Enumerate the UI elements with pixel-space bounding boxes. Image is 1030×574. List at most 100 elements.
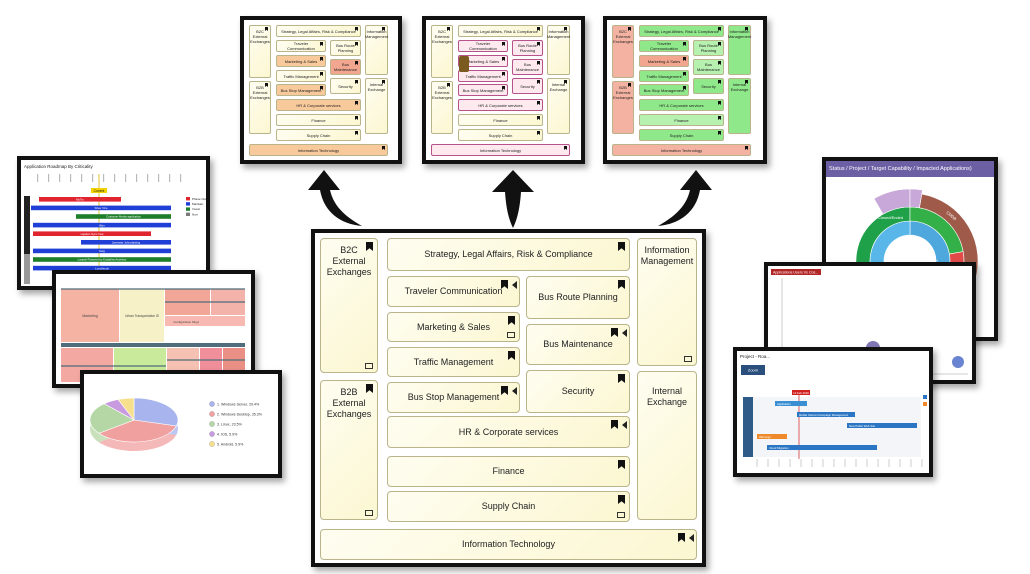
roadmap-chart: Application Roadmap By Criticality Curre… <box>24 164 206 284</box>
mini-capability-label: Information Management <box>727 29 752 39</box>
bookmark-icon <box>265 83 268 87</box>
bookmark-icon <box>447 27 450 31</box>
capability-information-management[interactable]: Information Management <box>637 238 697 366</box>
capability-marketing-sales[interactable]: Marketing & Sales <box>387 312 520 342</box>
gantt-chart: Project - Roa... Zoom 12 Feb 2020 Applic… <box>740 354 927 467</box>
capability-label: Information Technology <box>462 539 555 549</box>
mini-capability-finance: Finance <box>639 114 724 126</box>
pie-slice[interactable] <box>89 403 135 434</box>
capability-information-technology[interactable]: Information Technology <box>320 529 697 560</box>
pie-slice[interactable] <box>133 397 179 427</box>
bookmark-icon <box>382 80 385 84</box>
roadmap-bar[interactable] <box>33 265 171 271</box>
mini-capability-internal: Internal Exchange <box>728 78 751 134</box>
roadmap-bar-label: Laravel Powered by Kottables Architect <box>78 258 127 262</box>
gantt-task-label: Mobile Internet Campaign Management <box>799 413 848 417</box>
roadmap-bar[interactable] <box>31 205 171 211</box>
mini-capability-bus-maint: Bus Maintenance <box>693 59 724 75</box>
mini-capability-label: Marketing & Sales <box>466 58 500 64</box>
capability-b2c-external-exchanges[interactable]: B2C External Exchanges <box>320 238 378 373</box>
roadmap-bar[interactable] <box>33 222 171 228</box>
roadmap-axis-tick <box>114 174 116 182</box>
roadmap-bar[interactable] <box>33 257 171 262</box>
mini-capability-supply: Supply Chain <box>276 129 361 141</box>
bookmark-icon <box>564 27 567 31</box>
capability-bus-stop-management[interactable]: Bus Stop Management <box>387 382 520 413</box>
roadmap-side-band <box>24 254 30 284</box>
speaker-icon <box>622 421 627 429</box>
bookmark-icon <box>718 27 721 31</box>
bookmark-icon <box>502 86 505 90</box>
capability-bus-maintenance[interactable]: Bus Maintenance <box>526 324 630 365</box>
gantt-task-label: New Public Web Site <box>849 424 876 428</box>
mini-capability-traveler: Traveler Communication <box>458 40 508 52</box>
pie-chart-thumbnail[interactable]: 1. Windows Server, 29.4%2. Windows Deskt… <box>80 370 282 478</box>
mini-capability-b2b: B2B External Exchanges <box>249 81 271 134</box>
capability-traveler-communication[interactable]: Traveler Communication <box>387 276 520 307</box>
mini-capability-label: Information Technology <box>660 147 703 153</box>
mini-capability-label: Supply Chain <box>488 132 513 138</box>
bubble-point[interactable] <box>952 356 964 368</box>
capability-supply-chain[interactable]: Supply Chain <box>387 491 630 522</box>
info-box-icon[interactable] <box>617 512 625 518</box>
capability-finance[interactable]: Finance <box>387 456 630 487</box>
mini-capability-it: Information Technology <box>249 144 388 156</box>
mini-capability-strategy: Strategy, Legal Affairs, Risk & Complian… <box>276 25 361 37</box>
gantt-task-bar[interactable] <box>767 445 877 450</box>
roadmap-bar[interactable] <box>81 240 171 245</box>
capability-internal-exchange[interactable]: Internal Exchange <box>637 371 697 520</box>
mini-capability-bus-maint: Bus Maintenance <box>330 59 361 75</box>
mini-capability-bus-stop: Bus Stop Management <box>458 84 508 96</box>
gantt-zoom-button[interactable] <box>741 365 765 375</box>
info-box-icon[interactable] <box>365 363 373 369</box>
arrow-to-mini-map-2 <box>492 170 534 228</box>
mini-capability-label: Bus Maintenance <box>334 62 357 72</box>
gantt-task-bar[interactable] <box>847 423 917 428</box>
pie-slice[interactable] <box>98 419 177 443</box>
gantt-task-bar[interactable] <box>757 434 787 439</box>
info-box-icon[interactable] <box>684 356 692 362</box>
roadmap-thumbnail[interactable]: Application Roadmap By Criticality Curre… <box>17 156 210 290</box>
capability-hr-corporate-services[interactable]: HR & Corporate services <box>387 416 630 448</box>
sunburst-ring-4[interactable] <box>909 188 923 209</box>
roadmap-axis-tick <box>103 174 105 182</box>
capability-b2b-external-exchanges[interactable]: B2B External Exchanges <box>320 380 378 520</box>
treemap-thumbnail[interactable]: Marketing Urban Transportation IS Config… <box>52 270 255 388</box>
bookmark-icon <box>355 80 358 84</box>
capability-traffic-management[interactable]: Traffic Management <box>387 347 520 377</box>
capability-strategy[interactable]: Strategy, Legal Affairs, Risk & Complian… <box>387 238 630 271</box>
pie-slice[interactable] <box>117 397 135 421</box>
bookmark-icon <box>501 280 508 289</box>
mini-capability-it: Information Technology <box>612 144 751 156</box>
roadmap-bar[interactable] <box>76 214 171 219</box>
mini-capability-label: Bus Stop Management <box>462 87 504 93</box>
bookmark-icon <box>508 316 515 325</box>
capability-security[interactable]: Security <box>526 370 630 413</box>
capability-label: HR & Corporate services <box>458 426 559 437</box>
capability-label: Supply Chain <box>481 501 536 511</box>
bookmark-icon <box>320 86 323 90</box>
mini-capability-it: Information Technology <box>431 144 570 156</box>
gantt-task-bar[interactable] <box>797 412 855 417</box>
capability-label: Bus Stop Management <box>407 392 500 402</box>
gantt-task-bar[interactable] <box>775 401 807 406</box>
info-box-icon[interactable] <box>365 510 373 516</box>
mini-capability-strategy: Strategy, Legal Affairs, Risk & Complian… <box>458 25 543 37</box>
mini-capability-label: Bus Route Planning <box>518 43 537 53</box>
capability-bus-route-planning[interactable]: Bus Route Planning <box>526 276 630 319</box>
roadmap-bar[interactable] <box>39 197 121 202</box>
mini-capability-label: B2B External Exchanges <box>613 85 633 100</box>
bookmark-icon <box>611 420 618 429</box>
roadmap-bar[interactable] <box>33 248 171 254</box>
speaker-icon <box>512 281 517 289</box>
mini-capability-marketing: Marketing & Sales <box>276 55 326 67</box>
gantt-thumbnail[interactable]: Project - Roa... Zoom 12 Feb 2020 Applic… <box>733 347 933 477</box>
bookmark-icon <box>564 80 567 84</box>
mini-capability-label: Security <box>701 83 716 89</box>
roadmap-axis-tick <box>169 174 171 182</box>
roadmap-bar[interactable] <box>33 231 151 236</box>
info-box-icon[interactable] <box>507 332 515 338</box>
